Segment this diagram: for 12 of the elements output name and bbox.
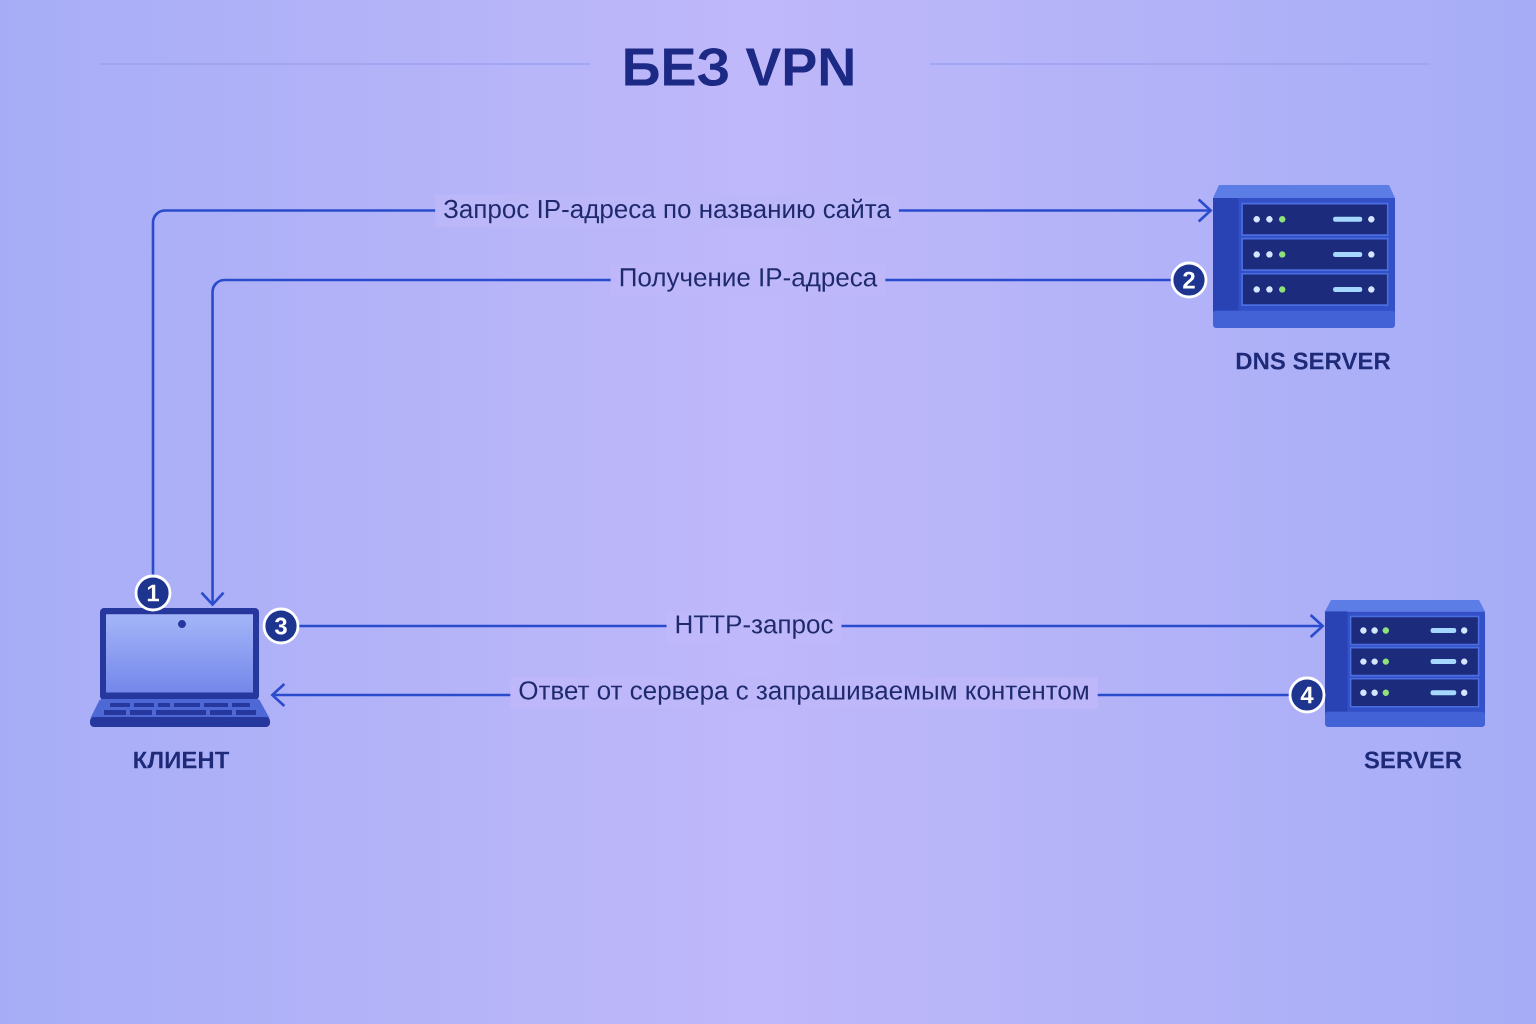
node-label: SERVER [1364,751,1462,769]
number-badge: 3 [262,607,300,645]
edge-label: Получение IP-адреса [610,264,886,296]
number-badge: 1 [134,574,172,612]
edge-label: Ответ от сервера с запрашиваемым контентом [510,677,1098,709]
node-label: КЛИЕНТ [134,751,230,769]
edge-label: HTTP-запрос [666,611,842,643]
number-badge: 4 [1288,676,1326,714]
title: БЕЗ VPN [625,47,853,87]
edge-label: Запрос IP-адреса по названию сайта [435,194,899,228]
node-label: DNS SERVER [1236,352,1391,370]
number-badge: 2 [1170,261,1208,299]
